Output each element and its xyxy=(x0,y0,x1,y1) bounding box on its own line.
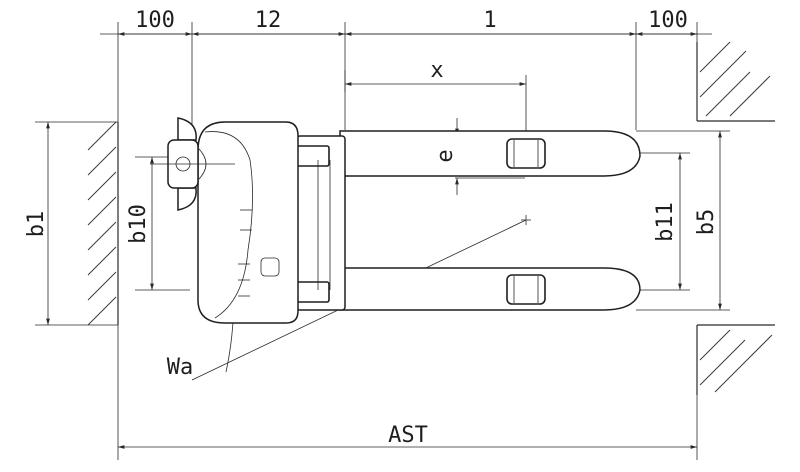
right-wall-bottom xyxy=(696,324,775,395)
lift-frame xyxy=(296,135,346,311)
pallet-truck xyxy=(150,117,641,324)
right-wall-top xyxy=(696,41,775,122)
label-1: 1 xyxy=(483,8,496,33)
upper-fork xyxy=(339,130,641,177)
label-ast: AST xyxy=(388,423,428,448)
truck-body xyxy=(197,121,299,324)
steering-tiller xyxy=(150,117,235,211)
left-wall xyxy=(87,121,119,326)
extension-lines xyxy=(35,22,730,460)
label-b10: b10 xyxy=(126,204,151,244)
dimension-labels: 100 12 1 100 x e b1 b10 b11 b5 Wa AST xyxy=(24,8,719,448)
lower-fork xyxy=(339,267,641,311)
label-100-left: 100 xyxy=(135,8,175,33)
label-wa: Wa xyxy=(167,355,194,380)
label-b11: b11 xyxy=(653,202,678,242)
label-b5: b5 xyxy=(694,209,719,236)
label-x: x xyxy=(430,58,443,83)
label-e: e xyxy=(433,149,458,162)
label-100-right: 100 xyxy=(648,8,688,33)
upper-load-wheel xyxy=(506,138,546,169)
label-12: 12 xyxy=(255,8,282,33)
lower-load-wheel xyxy=(506,274,546,305)
label-b1: b1 xyxy=(24,211,49,238)
